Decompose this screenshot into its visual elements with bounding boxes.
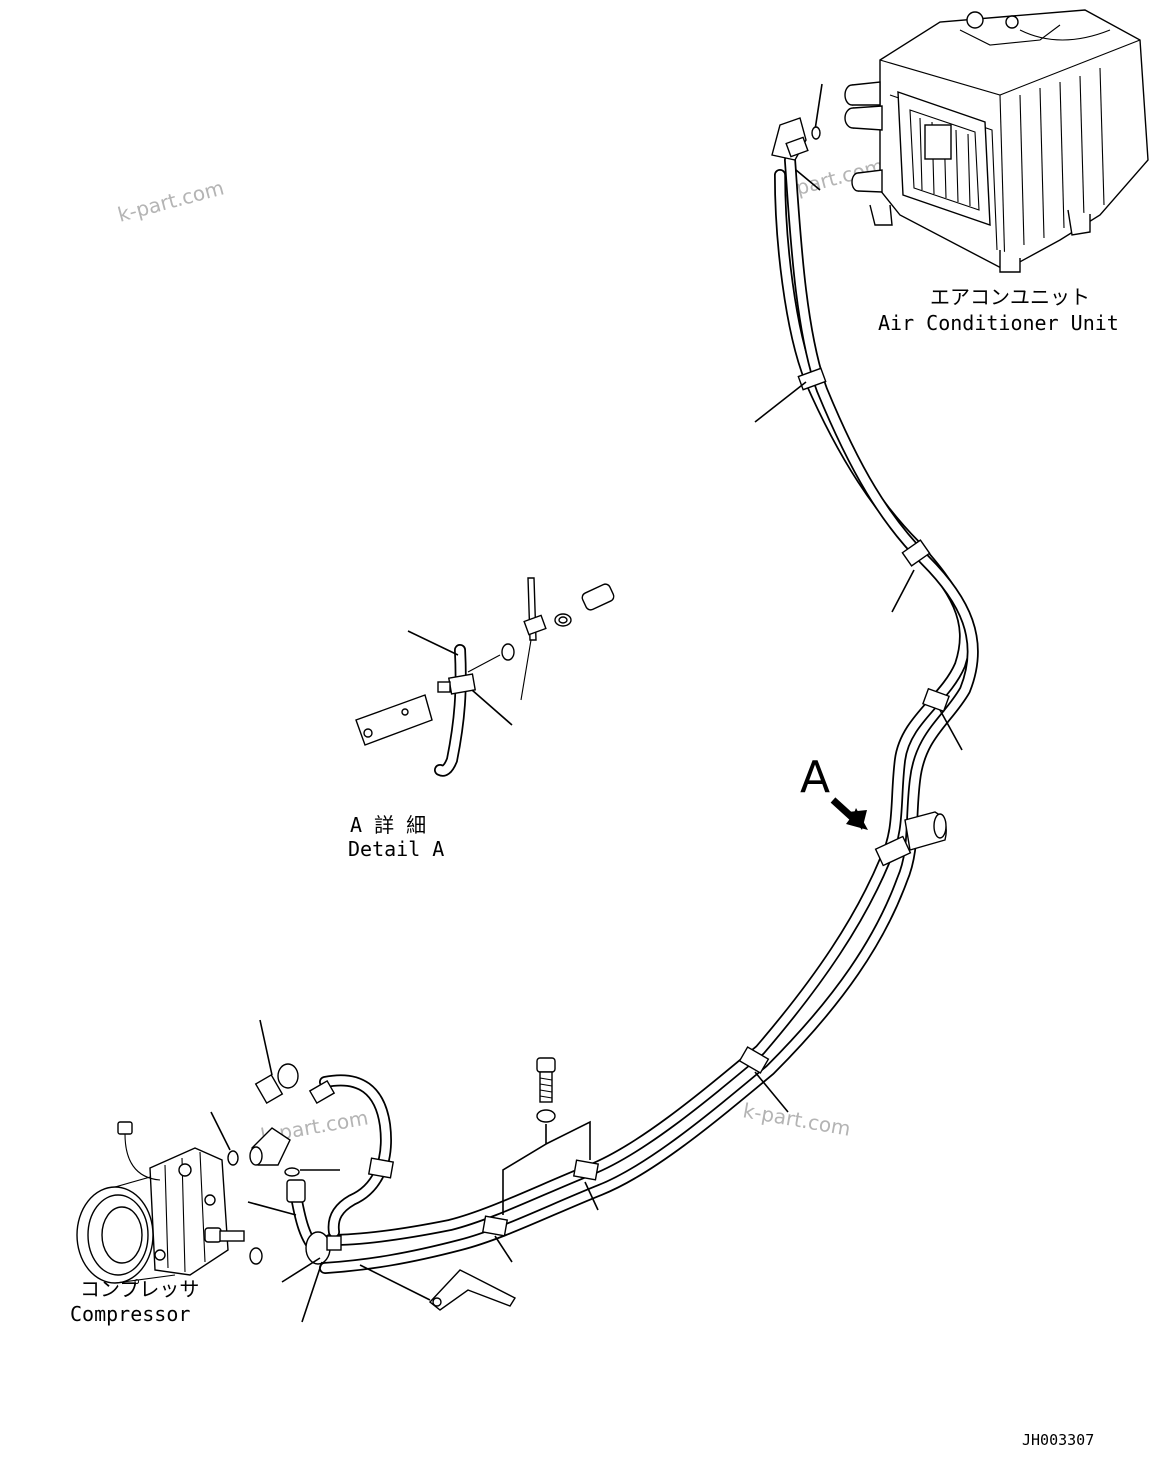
hose-clamp (901, 539, 931, 567)
pressure-switch (254, 1063, 299, 1104)
leader-line (754, 1071, 789, 1113)
view-letter: A (800, 752, 830, 803)
leader-line (247, 1201, 297, 1216)
detail-a-label-jp: A 詳 細 (350, 813, 426, 837)
bolt (536, 1057, 556, 1103)
mounting-bracket (904, 811, 947, 851)
leader-line (210, 1111, 231, 1151)
leader-line (281, 1257, 321, 1283)
hose-clamp (797, 367, 827, 391)
hose-clamp (874, 835, 912, 867)
view-arrow-icon (830, 797, 868, 830)
compressor-label-en: Compressor (70, 1302, 190, 1326)
elbow-fitting (249, 1127, 291, 1166)
leader-line (494, 1235, 513, 1263)
leader-line (891, 569, 915, 613)
hose-clamp (738, 1046, 770, 1074)
detail-a-drawing (355, 577, 615, 777)
leader-line (301, 1261, 323, 1323)
o-ring (227, 1150, 239, 1166)
hose-clamp (481, 1215, 509, 1237)
compressor (76, 1121, 229, 1284)
hose-clamp (922, 687, 950, 713)
ac-unit-label-en: Air Conditioner Unit (878, 311, 1119, 335)
leader-line (814, 83, 823, 131)
leader-line (754, 381, 807, 423)
detail-a-label-en: Detail A (348, 837, 444, 861)
hose-fitting-ac (771, 117, 809, 161)
air-conditioner-unit (844, 9, 1149, 273)
washer (536, 1109, 556, 1123)
compressor-bolt (204, 1227, 263, 1265)
o-ring (811, 126, 821, 140)
leader-line (471, 689, 513, 726)
leader-line (259, 1019, 273, 1076)
drawing-code: JH003307 (1022, 1431, 1094, 1449)
leader-line (939, 709, 963, 751)
watermark: k-part.com (115, 175, 226, 226)
leader-line (502, 1120, 591, 1215)
ac-unit-label-jp: エアコンユニット (930, 285, 1090, 309)
leader-line (359, 1264, 431, 1301)
leader-line (584, 1181, 599, 1211)
junction-clamp (305, 1231, 342, 1265)
compressor-suction-hose (308, 1074, 395, 1238)
hose-clamp (572, 1159, 600, 1181)
watermark: k-part.com (741, 1098, 852, 1141)
o-ring (284, 1167, 300, 1177)
compressor-label-jp: コンプレッサ (80, 1277, 199, 1301)
leader-line (407, 630, 459, 656)
hose-bracket (428, 1269, 516, 1311)
